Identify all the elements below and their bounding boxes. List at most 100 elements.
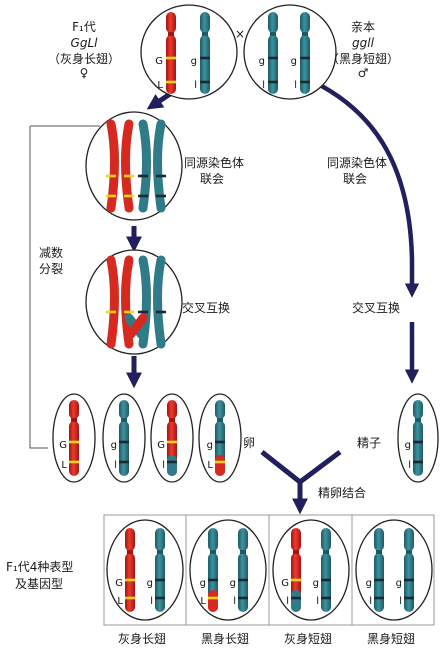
- offspring-gene-r2-3: l: [316, 596, 319, 607]
- offspring-phenotype-3: 灰身短翅: [283, 632, 332, 646]
- male-generation-label: 亲本: [350, 20, 375, 34]
- offspring-gene-r2-2: l: [233, 596, 236, 607]
- sperm-band-a: [413, 440, 423, 444]
- offspring-band-l1-3: [291, 578, 301, 582]
- band-female-g2: [200, 56, 210, 60]
- offspring-cell-3: [272, 519, 350, 621]
- fertilization-label: 精卵结合: [318, 486, 367, 500]
- gene-male-4: l: [294, 80, 297, 91]
- egg-gene-a-4: g: [207, 440, 213, 451]
- synapsis-band-4: [124, 194, 134, 198]
- band-female-g1: [166, 56, 176, 60]
- offspring-gene-l1-4: g: [366, 578, 372, 589]
- crossover-red-chromatid-a: [106, 255, 119, 349]
- synapsis-left-line1: 同源染色体: [184, 156, 245, 170]
- male-parent-cell: [243, 4, 337, 100]
- egg-band-b-1: [69, 460, 79, 464]
- crossover-band-1: [106, 310, 116, 314]
- offspring-gene-l2-4: l: [369, 596, 372, 607]
- gene-male-2: l: [262, 80, 265, 91]
- offspring-gene-r2-4: l: [399, 596, 402, 607]
- egg-gene-b-4: L: [207, 460, 213, 471]
- band-male-l1: [268, 80, 278, 84]
- offspring-heading-line2: 及基因型: [15, 577, 64, 591]
- offspring-gene-l2-3: l: [286, 596, 289, 607]
- offspring-crossover-segment-3: [291, 590, 301, 612]
- offspring-band-l1-4: [374, 578, 384, 582]
- male-symbol: ♂: [357, 66, 369, 80]
- offspring-chromosome-left-4: [374, 528, 384, 612]
- offspring-band-r2-1: [155, 596, 165, 600]
- egg-gene-a-3: G: [157, 440, 165, 451]
- offspring-band-l2-4: [374, 596, 384, 600]
- synapsis-red-chromatid-a: [106, 119, 119, 213]
- synapsis-left-line2: 联会: [200, 172, 225, 186]
- crossover-left-label: 交叉互换: [182, 301, 231, 315]
- egg-gene-b-3: l: [162, 460, 165, 471]
- offspring-chromosome-right-3: [321, 528, 331, 612]
- female-phenotype: （灰身长翅）: [47, 52, 120, 66]
- egg-band-b-2: [119, 460, 129, 464]
- gene-female-4: l: [194, 80, 197, 91]
- offspring-gene-l1-1: G: [115, 578, 123, 589]
- female-symbol: ♀: [79, 66, 89, 80]
- band-male-g1: [268, 56, 278, 60]
- offspring-gene-r1-1: g: [147, 578, 153, 589]
- sperm-gene-b: l: [408, 460, 411, 471]
- egg-band-b-3: [167, 460, 177, 464]
- male-chromosome-2: [300, 12, 310, 94]
- synapsis-teal-chromatid-b: [153, 119, 166, 213]
- offspring-band-l1-1: [125, 578, 135, 582]
- egg-label: 卵: [243, 436, 256, 450]
- offspring-band-r2-2: [238, 596, 248, 600]
- offspring-gene-l1-3: G: [281, 578, 289, 589]
- offspring-heading-line1: F₁代4种表型: [6, 560, 74, 574]
- synapsis-teal-chromatid-a: [138, 119, 151, 213]
- offspring-band-l2-3: [291, 596, 301, 600]
- offspring-gene-l1-2: g: [200, 578, 206, 589]
- offspring-band-r2-4: [404, 596, 414, 600]
- synapsis-cell: [85, 111, 183, 221]
- meiosis-label-line1: 减数: [39, 246, 64, 260]
- offspring-gene-l2-1: L: [117, 596, 123, 607]
- gene-female-1: G: [155, 56, 163, 67]
- egg-chromosome-1: [69, 400, 79, 476]
- meiosis-bracket: [29, 126, 48, 449]
- offspring-gene-r1-4: g: [396, 578, 402, 589]
- egg-chromosome-2: [119, 400, 129, 476]
- crossover-teal-chromatid-b: [153, 255, 166, 349]
- offspring-phenotype-4: 黑身短翅: [366, 632, 415, 646]
- band-female-l2: [200, 80, 210, 84]
- egg-band-a-4: [215, 440, 225, 444]
- crossover-exchange-2: [126, 313, 148, 339]
- male-chromosome-1: [268, 12, 278, 94]
- band-male-l2: [300, 80, 310, 84]
- offspring-chromosome-right-2: [238, 528, 248, 612]
- offspring-crossover-segment-2: [208, 590, 218, 612]
- crossover-right-label: 交叉互换: [352, 301, 401, 315]
- egg-gene-a-1: G: [59, 440, 67, 451]
- offspring-band-r1-3: [321, 578, 331, 582]
- synapsis-band-8: [156, 194, 166, 198]
- male-genotype: ggll: [352, 36, 374, 50]
- meiosis-label-line2: 分裂: [39, 262, 64, 276]
- cross-symbol: ×: [234, 27, 246, 41]
- offspring-band-r2-3: [321, 596, 331, 600]
- egg-band-b-4: [215, 460, 225, 464]
- offspring-band-r1-2: [238, 578, 248, 582]
- gene-female-3: g: [191, 56, 197, 67]
- band-female-l1: [166, 80, 176, 84]
- crossover-cell: [85, 249, 183, 355]
- offspring-band-r1-4: [404, 578, 414, 582]
- egg-crossover-segment-3: [167, 455, 177, 476]
- synapsis-band-6: [156, 174, 166, 178]
- egg-band-a-2: [119, 440, 129, 444]
- synapsis-band-2: [124, 174, 134, 178]
- crossover-band-3: [138, 310, 148, 314]
- female-chromosome-maternal: [166, 12, 176, 94]
- sperm-chromosome: [413, 400, 423, 476]
- offspring-chromosome-right-4: [404, 528, 414, 612]
- arrow-male-to-sperm-top: [312, 79, 420, 298]
